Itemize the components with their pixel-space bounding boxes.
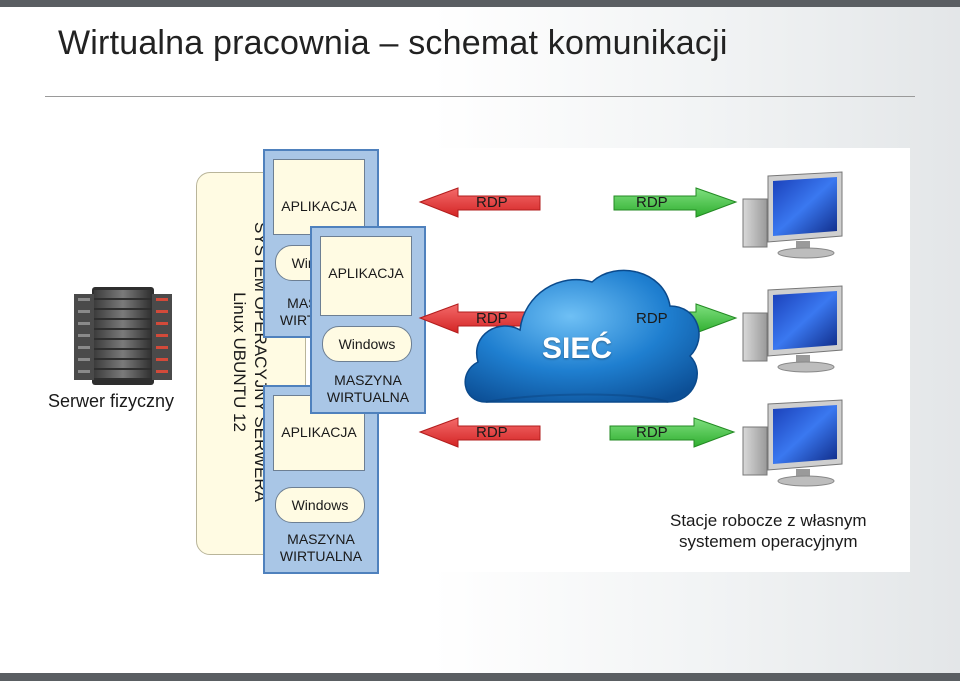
- rdp-label: RDP: [636, 194, 668, 211]
- vm-os: Windows: [322, 326, 412, 362]
- monitor-icon: [742, 171, 843, 259]
- workstations-label: Stacje robocze z własnym systemem operac…: [670, 510, 867, 552]
- workstations-line1: Stacje robocze z własnym: [670, 511, 867, 530]
- server-label: Serwer fizyczny: [48, 391, 175, 411]
- rdp-label: RDP: [636, 310, 668, 327]
- slide-title: Wirtualna pracownia – schemat komunikacj…: [58, 24, 728, 62]
- rdp-arrow-right-1: [613, 187, 738, 218]
- vm-application: APLIKACJA: [273, 159, 365, 235]
- bottom-bar: [0, 673, 960, 681]
- vm-label-line2: WIRTUALNA: [279, 548, 363, 564]
- vm-label: MASZYNA WIRTUALNA: [312, 372, 424, 406]
- rdp-arrow-left-1: [418, 187, 541, 218]
- network-label: SIEĆ: [542, 332, 613, 365]
- monitor-icon: [742, 399, 843, 487]
- rdp-label: RDP: [476, 424, 508, 441]
- vm-label-line2: WIRTUALNA: [326, 389, 410, 405]
- vm-label-line1: MASZYNA: [334, 372, 402, 388]
- rdp-label: RDP: [476, 310, 508, 327]
- monitor-icon: [742, 285, 843, 373]
- vm-label-line1: MASZYNA: [287, 531, 355, 547]
- rdp-arrow-right-3: [609, 417, 736, 448]
- rdp-arrow-left-3: [418, 417, 541, 448]
- vm-os: Windows: [275, 487, 365, 523]
- virtual-machine-2: APLIKACJA Windows MASZYNA WIRTUALNA: [310, 226, 426, 414]
- title-divider: [45, 96, 915, 97]
- rdp-label: RDP: [476, 194, 508, 211]
- vm-label: MASZYNA WIRTUALNA: [265, 531, 377, 565]
- workstations-line2: systemem operacyjnym: [678, 532, 858, 551]
- vm-application: APLIKACJA: [320, 236, 412, 316]
- rdp-label: RDP: [636, 424, 668, 441]
- top-bar: [0, 0, 960, 7]
- cloud-icon: [464, 269, 700, 403]
